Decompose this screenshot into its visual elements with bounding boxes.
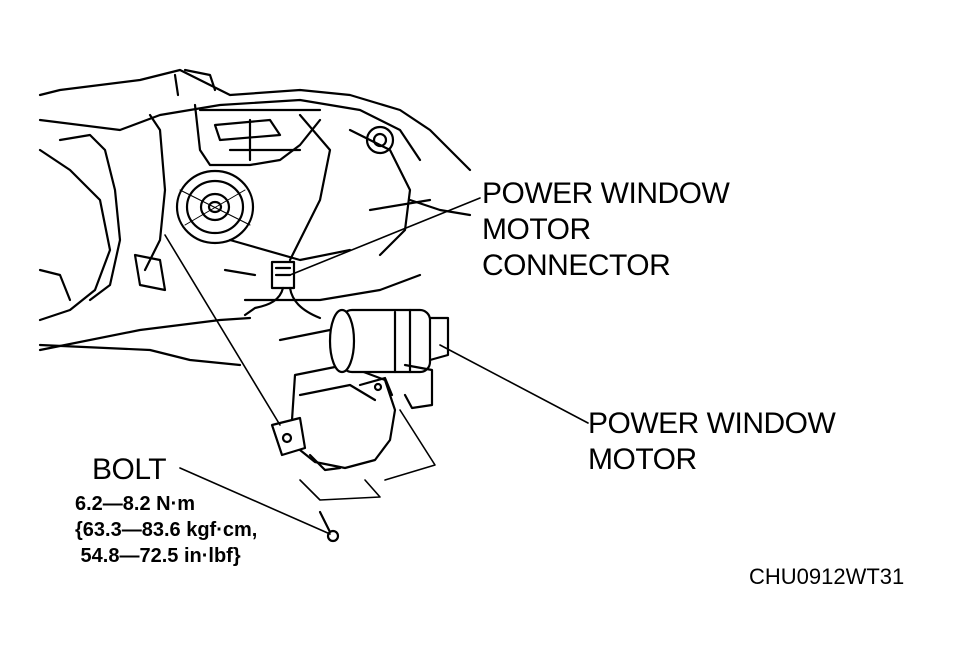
power-window-motor-connector-label: POWER WINDOW MOTOR CONNECTOR	[482, 176, 730, 284]
torque-spec-line-1: 6.2—8.2 N·m	[75, 493, 196, 515]
leader-lines	[164, 197, 589, 535]
motor-label-line-1: POWER WINDOW	[588, 407, 836, 440]
door-inner-panel	[38, 68, 472, 367]
speaker	[175, 169, 255, 245]
panel-hole	[365, 125, 395, 155]
connector-label-line-3: CONNECTOR	[482, 249, 671, 282]
power-window-motor	[270, 308, 450, 472]
motor-connector	[243, 260, 322, 320]
figure-code: CHU0912WT31	[749, 564, 905, 589]
bolt-torque-spec: 6.2—8.2 N·m {63.3—83.6 kgf·cm, 54.8—72.5…	[75, 491, 257, 569]
bolt	[318, 510, 340, 543]
power-window-motor-label: POWER WINDOW MOTOR	[588, 406, 836, 478]
connector-label-line-2: MOTOR	[482, 213, 591, 246]
connector-label-line-1: POWER WINDOW	[482, 177, 730, 210]
torque-spec-line-3: 54.8—72.5 in·lbf}	[75, 545, 241, 567]
motor-label-line-2: MOTOR	[588, 443, 697, 476]
torque-spec-line-2: {63.3—83.6 kgf·cm,	[75, 519, 258, 541]
bolt-label: BOLT	[92, 453, 167, 486]
